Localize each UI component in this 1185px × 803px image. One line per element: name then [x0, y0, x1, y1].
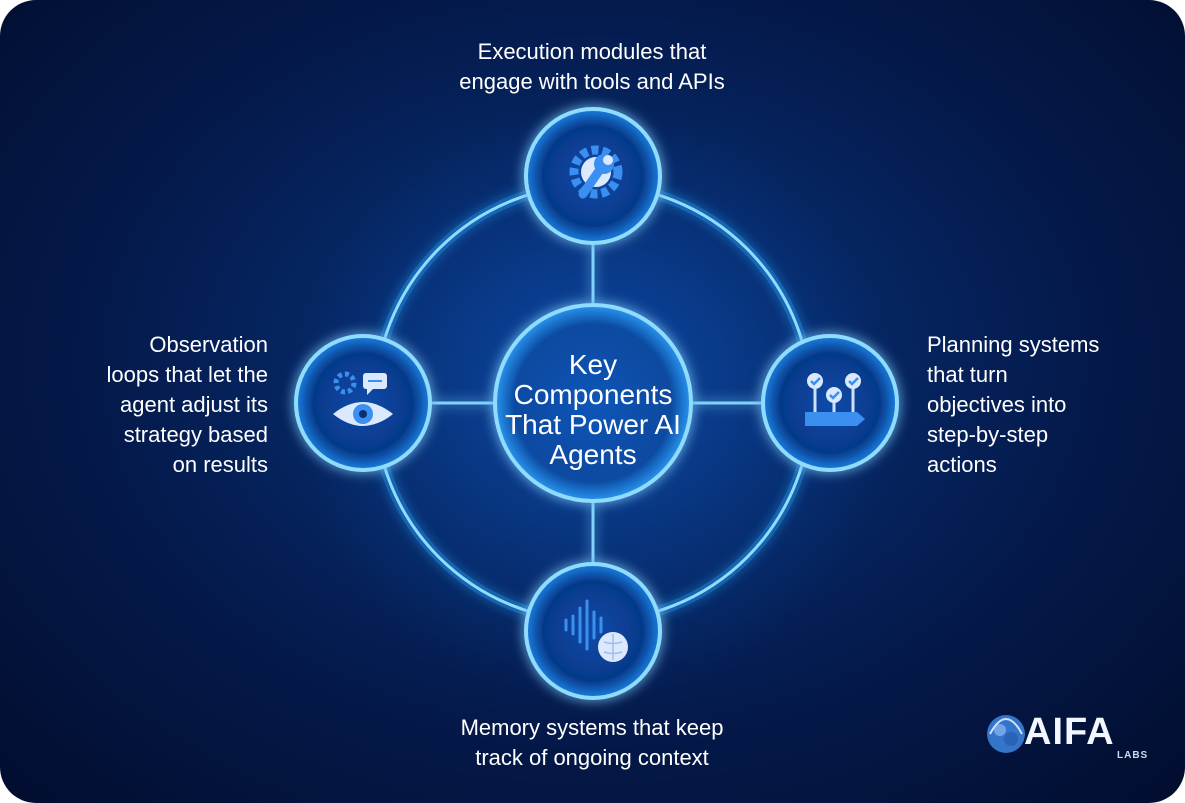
center-circle: [493, 303, 693, 503]
caption-memory-systems: Memory systems that keep track of ongoin…: [460, 715, 724, 770]
caption-planning-systems: Planning systems that turn objectives in…: [927, 332, 1100, 477]
logo-wordmark: AIFA: [1024, 711, 1115, 753]
brain-waveform-icon: [564, 599, 628, 662]
gear-wrench-icon: [569, 145, 623, 199]
caption-execution-modules: Execution modules that engage with tools…: [459, 39, 725, 94]
logo-subtext: LABS: [1117, 750, 1149, 761]
caption-observation-loops: Observation loops that let the agent adj…: [106, 332, 268, 477]
checklist-flow-icon: [805, 373, 865, 426]
eye-chat-icon: [333, 371, 393, 426]
connector-spokes: [430, 240, 765, 567]
brain-logo-icon: [987, 715, 1025, 753]
node-right: [761, 334, 899, 472]
aifa-labs-logo: AIFA LABS: [984, 710, 1154, 770]
center-title: Key Components That Power AI Agents: [505, 349, 681, 470]
